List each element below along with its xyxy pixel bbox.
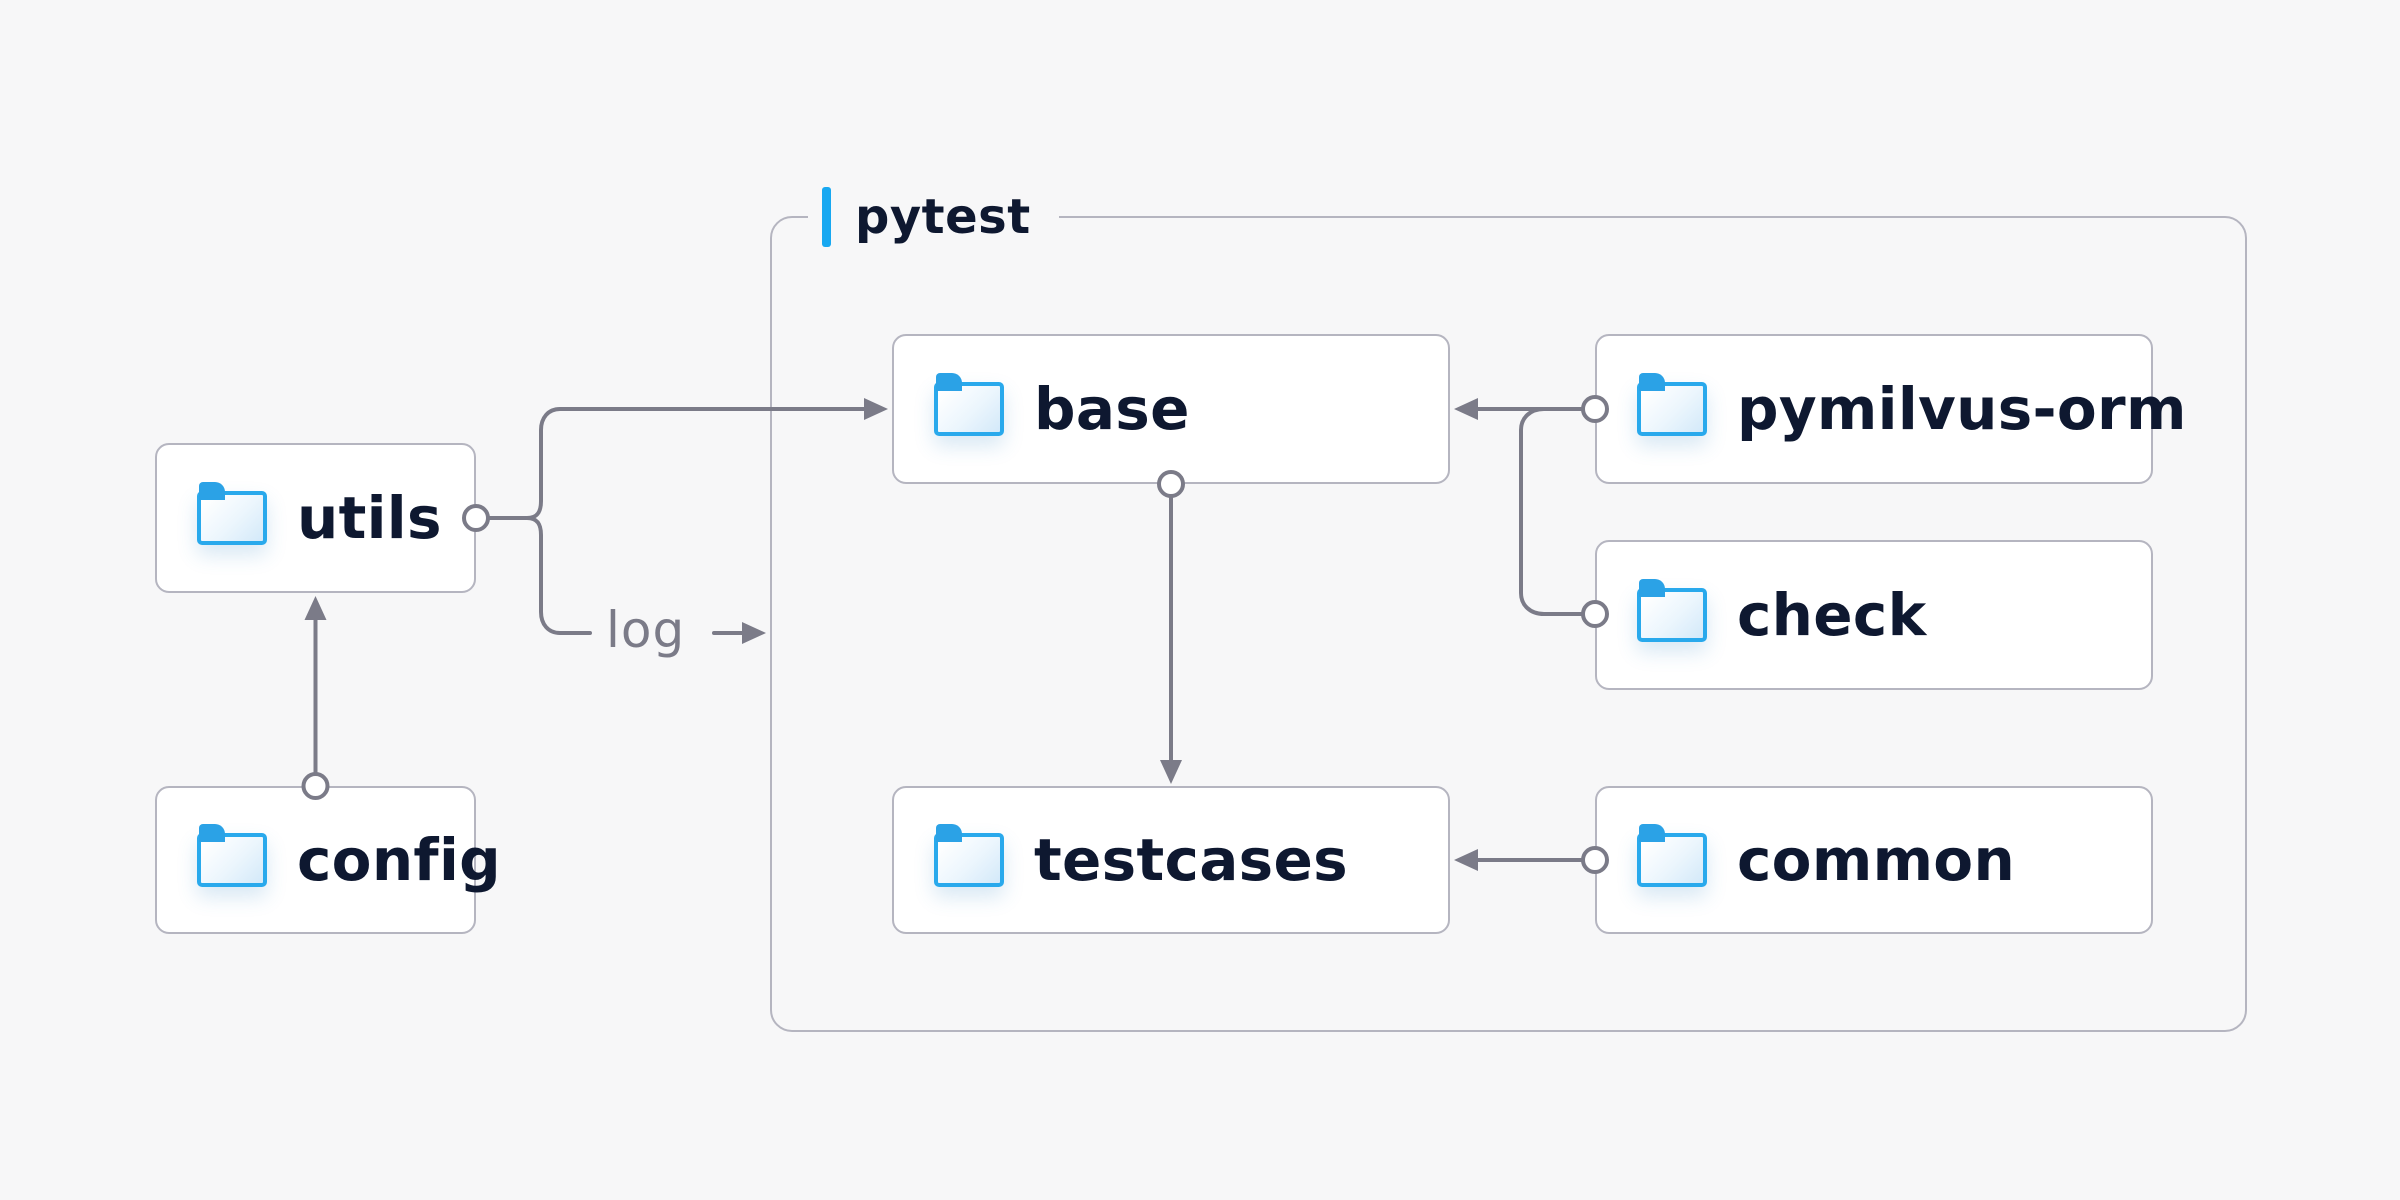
folder-icon xyxy=(197,482,267,545)
group-pytest: pytest xyxy=(770,185,2247,1032)
accent-bar-icon xyxy=(822,187,831,247)
folder-icon xyxy=(1637,824,1707,887)
node-base-label: base xyxy=(1034,375,1190,443)
arrowhead-config-utils xyxy=(304,596,327,620)
node-utils: utils xyxy=(155,443,476,593)
node-common: common xyxy=(1595,786,2153,934)
folder-icon xyxy=(197,824,267,887)
arrowhead-log xyxy=(742,622,766,644)
folder-icon xyxy=(934,373,1004,436)
node-testcases: testcases xyxy=(892,786,1450,934)
edge-log-label: log xyxy=(606,601,686,659)
folder-icon xyxy=(1637,373,1707,436)
group-pytest-label: pytest xyxy=(808,185,1059,249)
node-utils-label: utils xyxy=(297,484,442,552)
node-testcases-label: testcases xyxy=(1034,826,1348,894)
node-config-label: config xyxy=(297,826,501,894)
node-pymilvus-orm-label: pymilvus-orm xyxy=(1737,375,2187,443)
node-check-label: check xyxy=(1737,581,1927,649)
node-config: config xyxy=(155,786,501,934)
node-base: base xyxy=(892,334,1450,484)
edge-utils-log xyxy=(525,516,592,635)
node-common-label: common xyxy=(1737,826,2016,894)
node-pymilvus-orm: pymilvus-orm xyxy=(1595,334,2186,484)
node-check: check xyxy=(1595,540,2153,690)
folder-icon xyxy=(1637,579,1707,642)
group-pytest-title: pytest xyxy=(855,189,1031,245)
folder-icon xyxy=(934,824,1004,887)
